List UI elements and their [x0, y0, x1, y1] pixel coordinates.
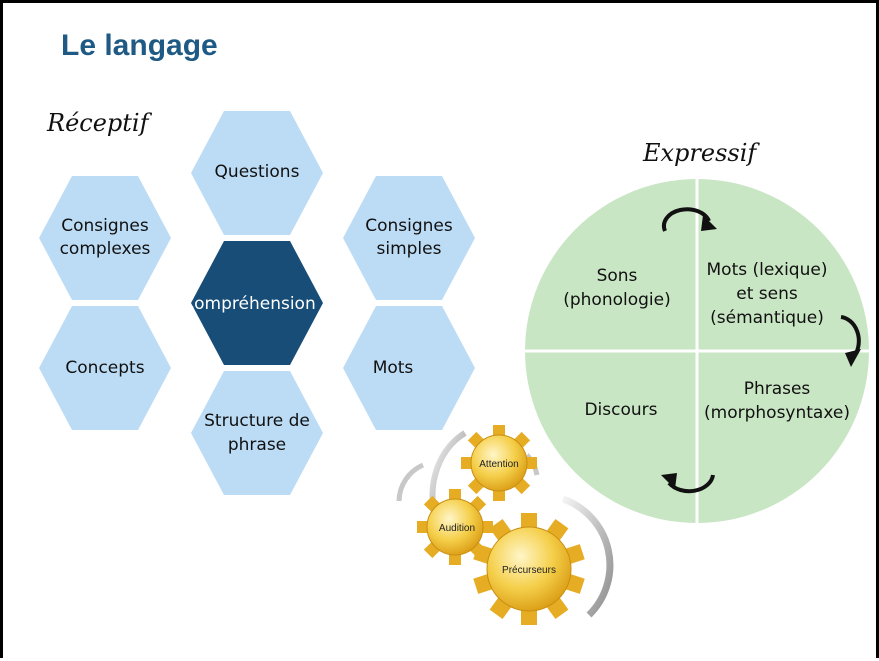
gear-precurseurs-label: Précurseurs [502, 565, 556, 576]
quadrant-phrases-line1: Phrases [744, 379, 811, 399]
quadrant-mots-line3: (sémantique) [710, 308, 824, 328]
quadrant-sons-line2: (phonologie) [563, 290, 671, 310]
gear-attention-icon: Attention [461, 425, 537, 501]
hex-structure-line1: Structure de [204, 411, 310, 431]
expressif-heading: Expressif [643, 139, 757, 167]
gear-arc-right-icon [561, 495, 614, 618]
hex-concepts-label: Concepts [65, 358, 144, 378]
hex-consignes-complexes-line2: complexes [60, 239, 151, 259]
slide-title: Le langage [61, 29, 218, 62]
cycle-arrow-top-icon [661, 207, 717, 232]
cycle-arrow-bottom-icon [661, 473, 715, 494]
hex-consignes-simples: Consignes simples [343, 176, 475, 300]
gear-audition-icon: Audition [417, 489, 493, 565]
hex-consignes-complexes-line1: Consignes [61, 216, 149, 236]
hex-mots-label: Mots [373, 358, 414, 378]
language-diagram: Questions Consignes complexes Consignes … [39, 111, 869, 625]
gear-audition-label: Audition [439, 523, 475, 534]
hex-concepts: Concepts [39, 306, 171, 430]
gear-arc-small-icon [396, 462, 425, 502]
receptif-heading: Réceptif [47, 109, 149, 137]
gears-illustration: Attention Audition [396, 425, 614, 625]
hex-comprehension-label: Compréhension [182, 294, 315, 314]
hex-questions-label: Questions [215, 162, 300, 182]
quadrant-phrases-line2: (morphosyntaxe) [704, 403, 850, 423]
hex-consignes-simples-line2: simples [377, 239, 442, 259]
hex-structure-line2: phrase [228, 435, 286, 455]
cycle-arrow-right-icon [840, 315, 861, 367]
hex-consignes-complexes: Consignes complexes [39, 176, 171, 300]
gear-precurseurs-icon: Précurseurs [473, 513, 585, 625]
quadrant-mots-line1: Mots (lexique) [707, 260, 828, 280]
hex-comprehension: Compréhension [182, 241, 323, 365]
quadrant-discours-label: Discours [584, 400, 657, 420]
hex-mots: Mots [343, 306, 475, 430]
receptif-honeycomb: Questions Consignes complexes Consignes … [39, 111, 475, 495]
gear-attention-label: Attention [479, 459, 518, 470]
quadrant-mots-line2: et sens [736, 284, 798, 304]
hex-consignes-simples-line1: Consignes [365, 216, 453, 236]
quadrant-sons-line1: Sons [597, 266, 638, 286]
hex-structure-phrase: Structure de phrase [191, 371, 323, 495]
hex-questions: Questions [191, 111, 323, 235]
expressif-circle: Sons (phonologie) Mots (lexique) et sens… [525, 179, 869, 523]
